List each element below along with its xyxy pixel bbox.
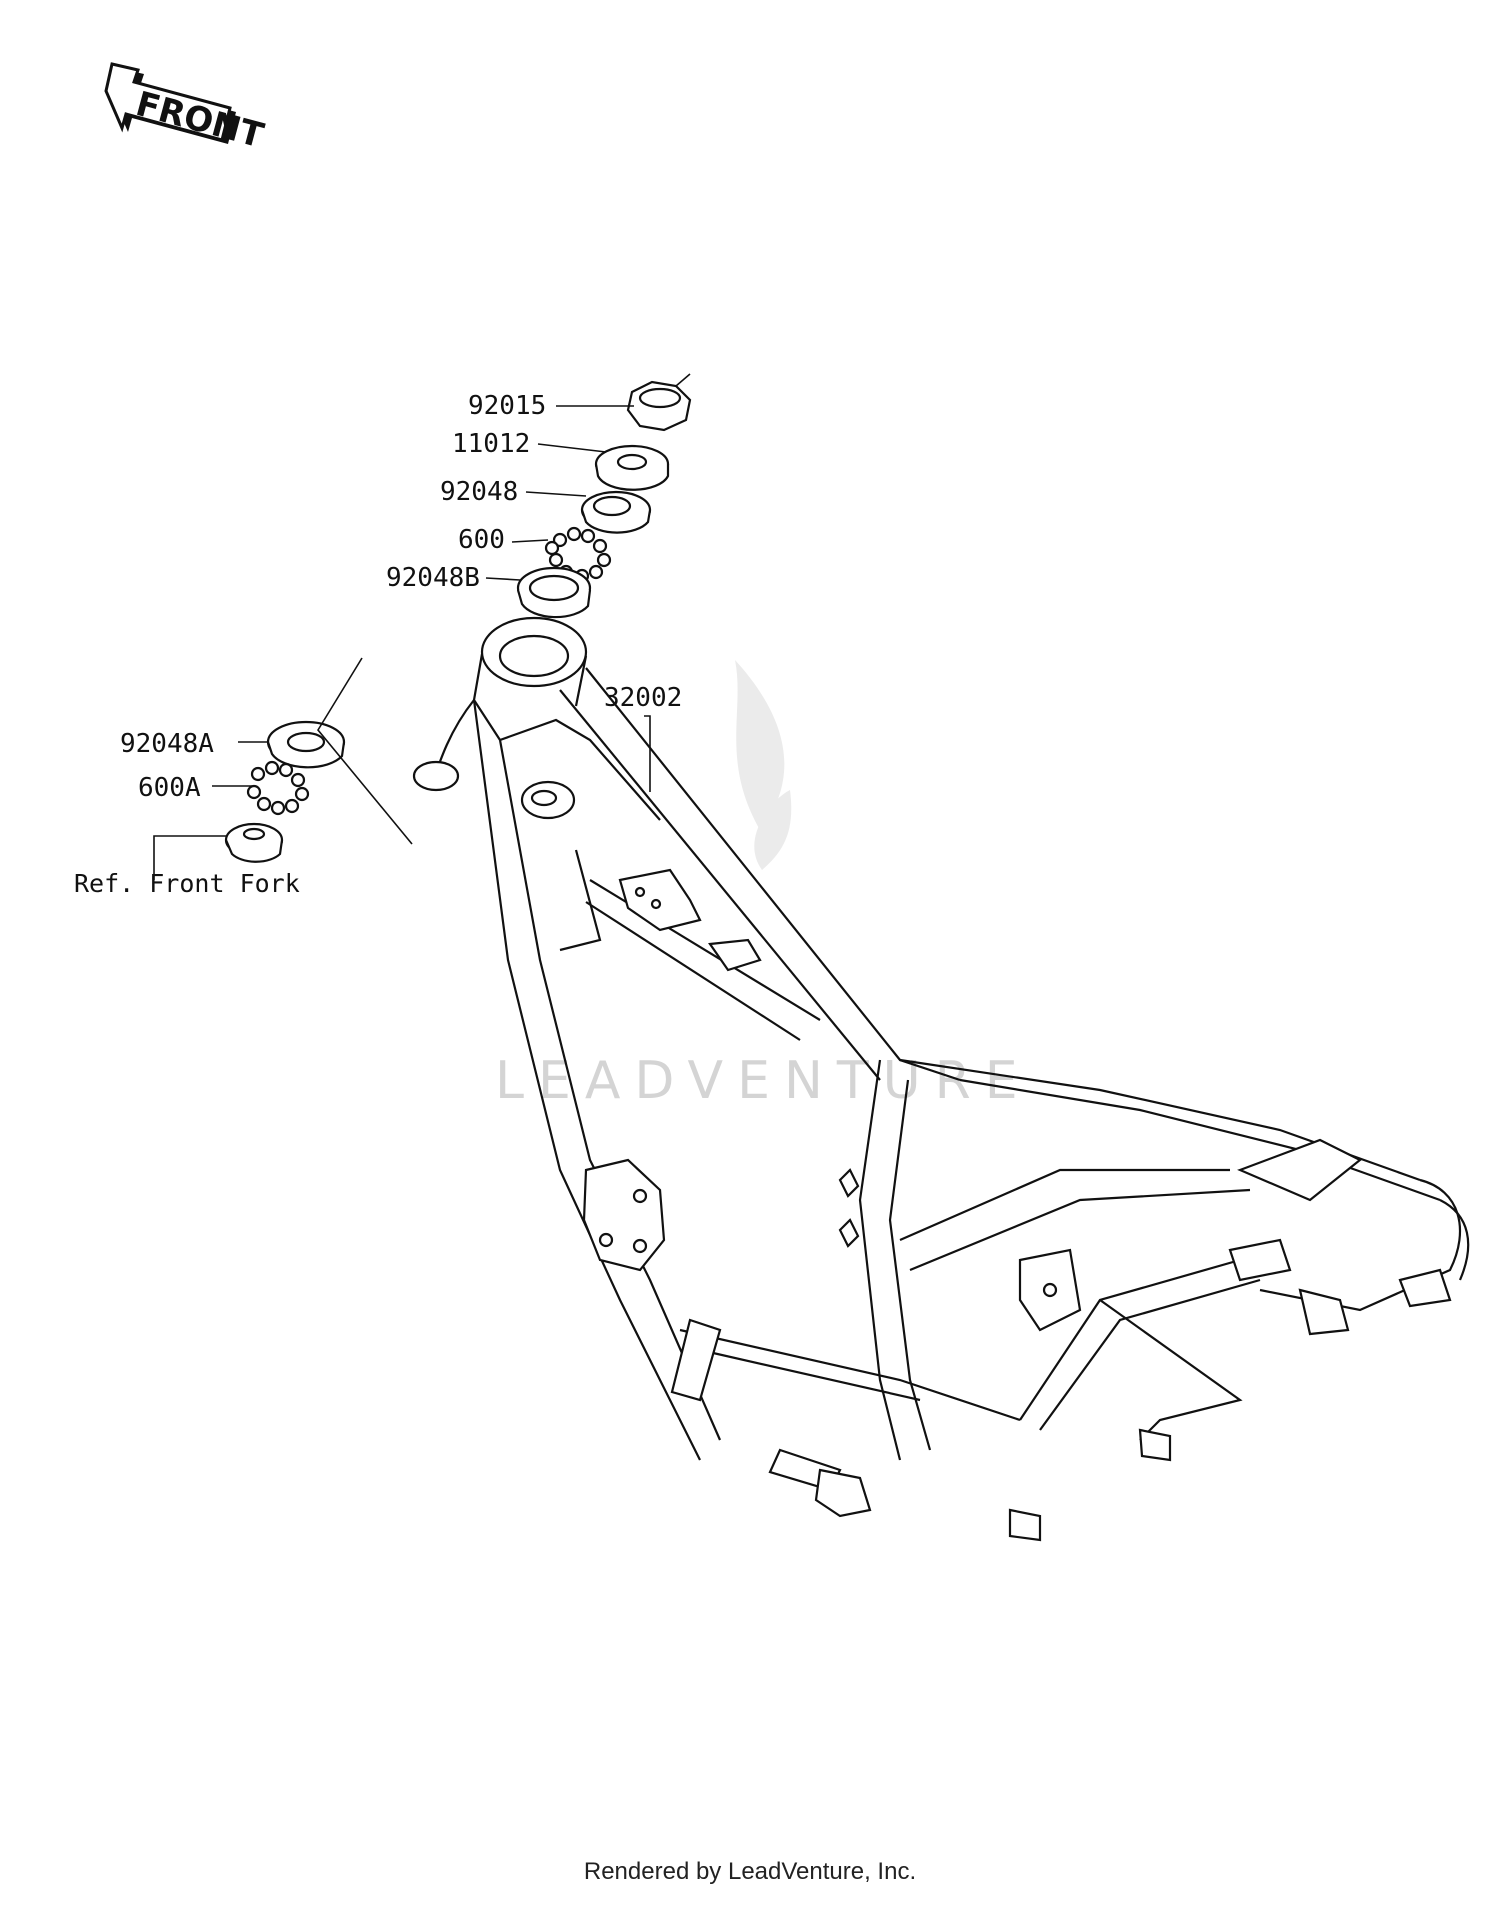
label-ref-front-fork: Ref. Front Fork bbox=[74, 869, 300, 898]
front-label: FRONT bbox=[132, 84, 269, 156]
part-600a-balls bbox=[246, 760, 310, 816]
label-32002: 32002 bbox=[604, 683, 682, 713]
leadventure-watermark: LEADVENTURE bbox=[495, 660, 1032, 1111]
label-92048b: 92048B bbox=[386, 563, 480, 593]
reference-zigzag bbox=[317, 657, 413, 845]
label-92048: 92048 bbox=[440, 477, 518, 507]
label-11012: 11012 bbox=[452, 429, 530, 459]
front-arrow-icon: FRONT bbox=[104, 62, 269, 157]
label-92015: 92015 bbox=[468, 391, 546, 421]
callout-labels: 92015 11012 92048 600 92048B 32002 92048… bbox=[74, 391, 682, 898]
label-600a: 600A bbox=[138, 773, 201, 803]
part-92048b-race bbox=[516, 566, 592, 619]
main-frame-32002 bbox=[412, 616, 1470, 1542]
part-front-fork-race bbox=[224, 822, 284, 863]
part-92048a-race bbox=[266, 720, 346, 769]
part-92015-nut bbox=[626, 373, 692, 432]
footer-credit: Rendered by LeadVenture, Inc. bbox=[583, 1858, 917, 1885]
part-92048-race bbox=[580, 490, 652, 534]
label-600: 600 bbox=[458, 525, 505, 555]
part-11012-washer bbox=[594, 444, 670, 491]
watermark-text: LEADVENTURE bbox=[495, 1051, 1032, 1111]
leader-lines bbox=[153, 405, 651, 880]
label-92048a: 92048A bbox=[120, 729, 214, 759]
